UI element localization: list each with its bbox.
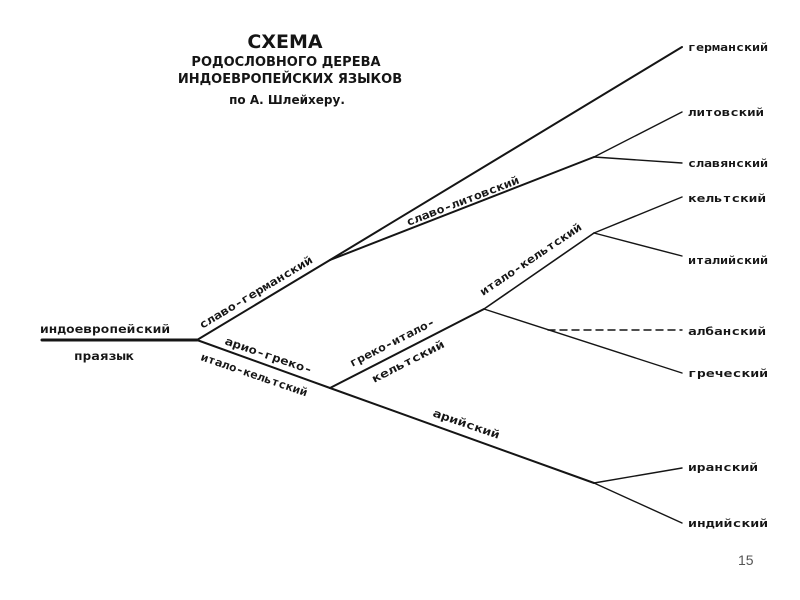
edge-to-italiysky [593, 232, 683, 257]
root-label-line-2: праязык [74, 349, 134, 363]
edge-to-germansky [329, 46, 683, 261]
edge-to-slavo-litovsky [329, 156, 595, 261]
edge-to-italo-keltsky [483, 232, 595, 310]
branch-label-slavo-germansky: славо-германский [197, 253, 315, 331]
edge-to-slavyansky [593, 156, 683, 164]
title-line-2: РОДОСЛОВНОГО ДЕРЕВА [191, 55, 380, 70]
title-line-1: СХЕМА [247, 31, 322, 53]
leaf-label-litovsky: литовский [688, 106, 764, 119]
leaf-label-grechesky: греческий [688, 367, 768, 380]
leaf-label-germansky: германский [688, 41, 768, 54]
edge-to-keltsky [593, 196, 683, 234]
edge-to-iransky [593, 467, 683, 484]
edge-to-grechesky [483, 308, 683, 374]
branch-label-italo-keltsky: итало-кельтский [477, 221, 584, 299]
leaf-label-italiysky: италийский [688, 254, 768, 267]
leaf-label-keltsky: кельтский [688, 192, 766, 205]
leaf-label-iransky: иранский [688, 461, 758, 474]
root-label-line-1: индоевропейский [40, 322, 170, 336]
branch-label-slavo-litovsky: славо-литовский [404, 174, 521, 229]
title-line-3: ИНДОЕВРОПЕЙСКИХ ЯЗЫКОВ [178, 71, 402, 87]
leaf-label-slavyansky: славянский [688, 157, 768, 170]
edge-root-to-slavo-germansky [196, 259, 331, 341]
page-number: 15 [738, 552, 754, 568]
leaf-label-indiysky: индийский [688, 517, 768, 530]
leaf-label-albansky: албанский [688, 325, 766, 338]
edge-to-indiysky [593, 482, 683, 524]
edge-root-to-ario-greko [196, 339, 331, 389]
edge-to-ariysky [329, 387, 595, 484]
edge-to-greko-italo [329, 308, 485, 389]
edge-to-litovsky [593, 111, 683, 158]
title-line-4: по А. Шлейхеру. [229, 93, 345, 107]
